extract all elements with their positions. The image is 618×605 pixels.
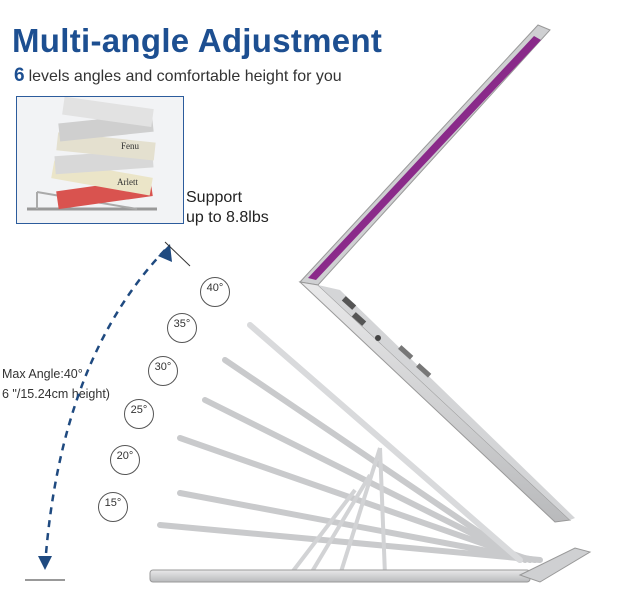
subtitle-text: levels angles and comfortable height for… [28,68,342,85]
angle-badge-15: 15° [98,492,128,522]
angle-arrow [25,241,191,581]
page-title: Multi-angle Adjustment [12,22,383,59]
subtitle-number: 6 [14,65,25,86]
stand-support-legs [288,447,387,577]
angle-badge-20: 20° [110,445,140,475]
book-stack-illustration: Fenu Arlett [17,97,183,223]
angle-badge-30: 30° [148,356,178,386]
stand-base [149,547,592,583]
angle-badge-40: 40° [200,277,230,307]
support-capacity-text: Support up to 8.8lbs [186,189,269,226]
angle-badge-25: 25° [124,399,154,429]
book-label: Arlett [117,177,138,187]
angle-badge-35: 35° [167,313,197,343]
load-capacity-inset: Fenu Arlett [16,96,184,224]
book-label: Fenu [121,141,140,151]
book-stack: Fenu Arlett [51,97,156,210]
laptop [298,24,575,523]
max-angle-text: Max Angle:40° 6 "/15.24cm height) [2,367,110,401]
